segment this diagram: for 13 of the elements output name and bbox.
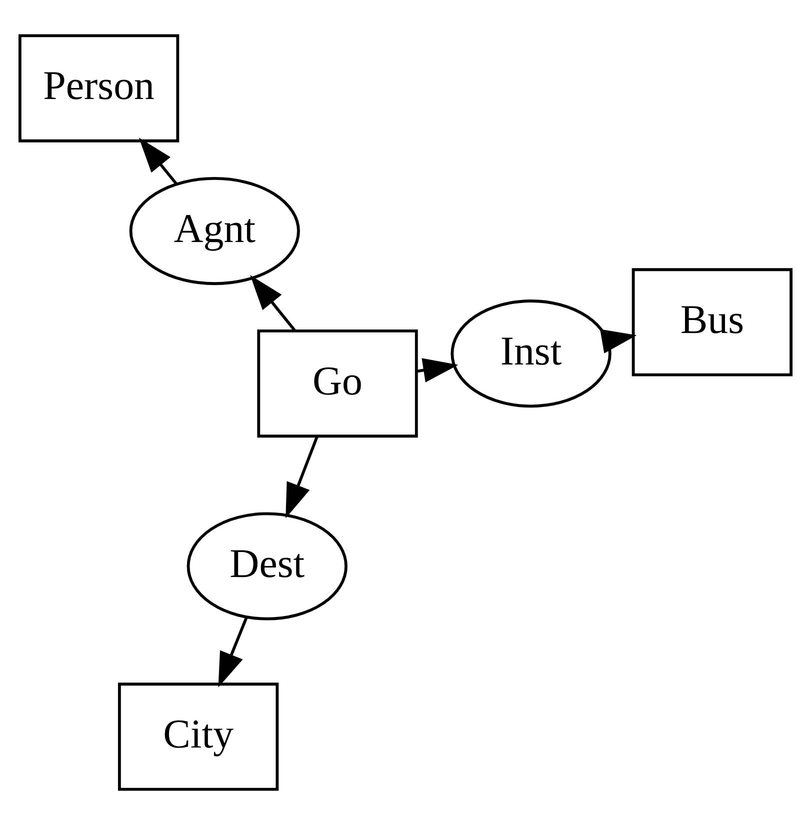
arrow bbox=[250, 274, 296, 331]
node-ellipse: Inst bbox=[450, 299, 612, 408]
node-box: City bbox=[118, 682, 279, 790]
node-ellipse: Agnt bbox=[129, 176, 300, 285]
arrow bbox=[600, 328, 637, 353]
arrow bbox=[138, 137, 178, 184]
arrow bbox=[218, 616, 248, 687]
node-box: Go bbox=[257, 329, 418, 438]
node-box: Bus bbox=[632, 268, 793, 376]
arrow bbox=[417, 358, 458, 382]
node-ellipse: Dest bbox=[186, 512, 348, 620]
node-box: Person bbox=[18, 34, 180, 142]
arrow bbox=[286, 435, 319, 518]
